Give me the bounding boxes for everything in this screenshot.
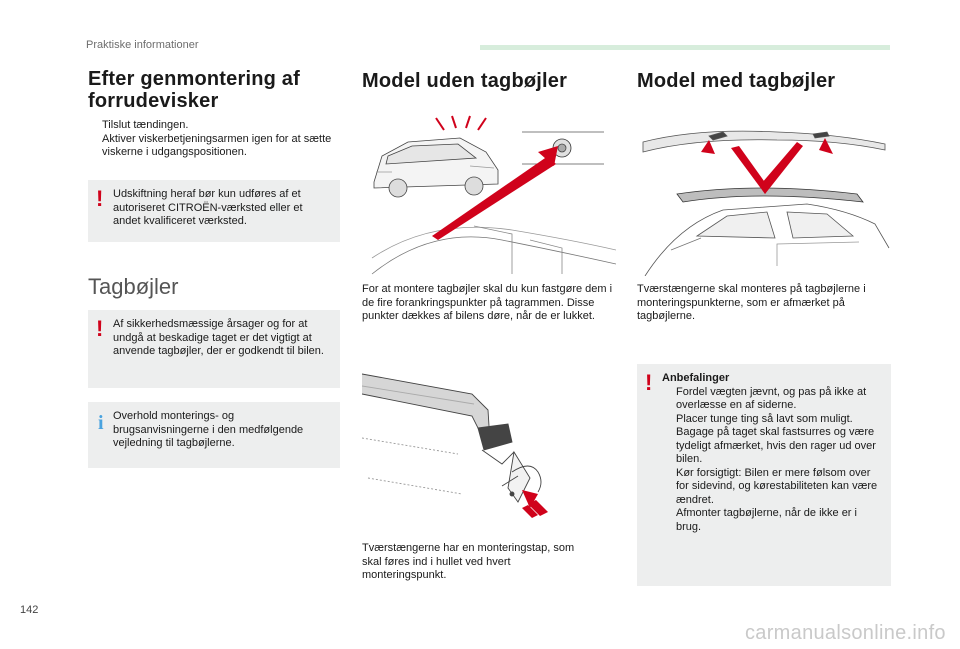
- col2-paragraph-2: Tværstængerne har en monteringstap, som …: [362, 542, 575, 581]
- warning-box-roof: ! Af sikkerhedsmæssige årsager og for at…: [88, 310, 340, 388]
- info-box: i Overhold monterings- og brugsanvisning…: [88, 402, 340, 468]
- list-item: Tilslut tændingen.: [102, 119, 189, 131]
- list-item: Aktiver viskerbetjeningsarmen igen for a…: [102, 132, 332, 159]
- page-number: 142: [20, 604, 39, 616]
- list-item: Afmonter tagbøjlerne, når de ikke er i b…: [676, 507, 857, 533]
- recommendations-box: ! Anbefalinger Fordel vægten jævnt, og p…: [637, 364, 891, 586]
- col3-title: Model med tagbøjler: [637, 70, 836, 92]
- col1-steps: Tilslut tændingen. Aktiver viskerbetjeni…: [88, 119, 340, 160]
- warning-icon: !: [96, 186, 104, 211]
- warning-icon: !: [96, 316, 104, 341]
- col3-paragraph-1: Tværstængerne skal monteres på tagbøjler…: [637, 283, 866, 322]
- list-item: Kør forsigtigt: Bilen er mere følsom ove…: [676, 466, 878, 506]
- recommendations-title: Anbefalinger: [662, 372, 730, 384]
- section-title-tagbojler: Tagbøjler: [88, 274, 179, 299]
- col2-title: Model uden tagbøjler: [362, 70, 568, 92]
- col1-title: Efter genmontering af forrudevisker: [88, 68, 300, 112]
- crossbar-mounting-illustration: [362, 373, 548, 518]
- warning-text: Af sikkerhedsmæssige årsager og for at u…: [113, 318, 324, 357]
- header-accent-rule: [480, 45, 890, 50]
- list-item: Fordel vægten jævnt, og pas på ikke at o…: [676, 385, 867, 412]
- list-item: Bagage på taget skal fastsurres og være …: [676, 426, 876, 465]
- col2-paragraph-1: For at montere tagbøjler skal du kun fas…: [362, 283, 613, 322]
- watermark: carmanualsonline.info: [745, 622, 946, 644]
- warning-icon: !: [645, 370, 653, 395]
- crossbar-on-rail-illustration: [642, 130, 890, 276]
- list-item: Placer tunge ting så lavt som muligt.: [676, 412, 853, 425]
- section-header: Praktiske informationer: [86, 39, 199, 51]
- roof-anchor-illustration: [371, 115, 616, 275]
- info-text: Overhold monterings- og brugsanvisninger…: [113, 410, 304, 449]
- warning-box-workshop: ! Udskiftning heraf bør kun udføres af e…: [88, 180, 340, 242]
- recommendations-list: Fordel vægten jævnt, og pas på ikke at o…: [662, 386, 881, 535]
- info-icon: i: [98, 412, 104, 434]
- column-1: Efter genmontering af forrudevisker: [88, 68, 340, 112]
- warning-text: Udskiftning heraf bør kun udføres af et …: [113, 188, 303, 227]
